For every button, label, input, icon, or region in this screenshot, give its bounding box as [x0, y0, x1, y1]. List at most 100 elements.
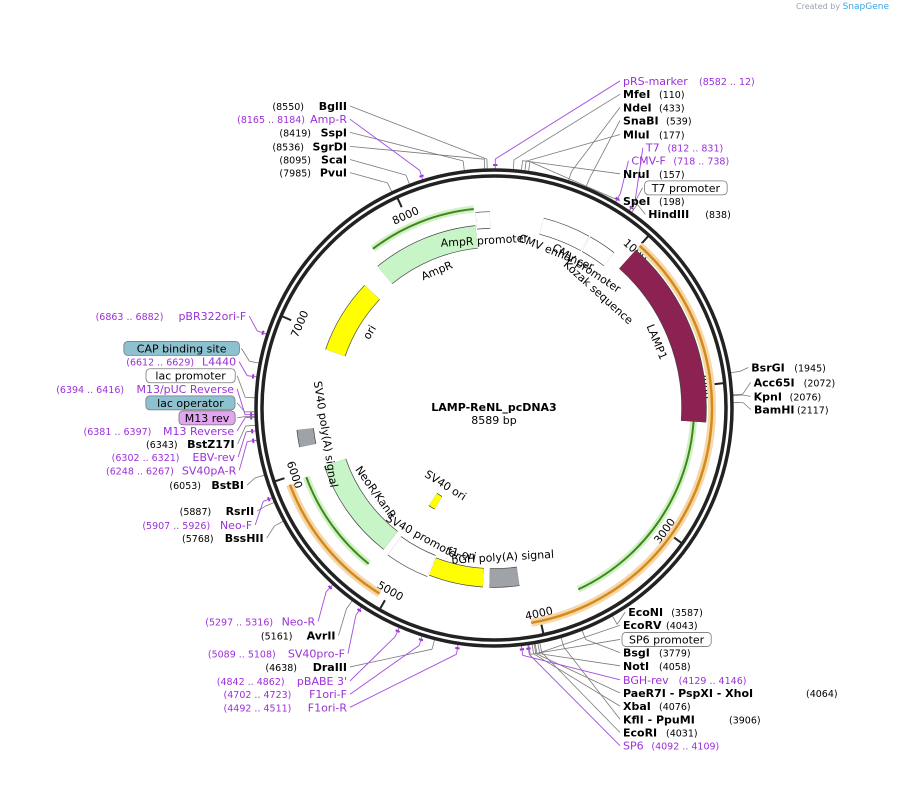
- site-position: (110): [659, 90, 685, 101]
- site-position: (4638): [265, 663, 297, 674]
- feature-sv40-poly-a-signal[interactable]: [297, 428, 316, 448]
- primer-pbr322ori-f[interactable]: pBR322ori-F(6863 .. 6882): [96, 310, 247, 323]
- feature-bgh-poly-a-signal[interactable]: [489, 567, 520, 587]
- credit-brand: SnapGene: [842, 2, 889, 12]
- primer-l4440[interactable]: L4440(6612 .. 6629): [126, 356, 236, 369]
- site-kpni[interactable]: KpnI(2076): [754, 390, 822, 403]
- feature-ampr-promoter[interactable]: [475, 212, 491, 229]
- site-name: HindIII: [648, 208, 689, 221]
- primer-m13-reverse[interactable]: M13 Reverse(6381 .. 6397): [84, 425, 235, 438]
- feature-sv40-promoter[interactable]: [387, 536, 436, 577]
- site-position: (5887): [180, 507, 212, 518]
- primer-neo-f[interactable]: Neo-F(5907 .. 5926): [142, 519, 252, 532]
- site-scai[interactable]: ScaI(8095): [279, 154, 347, 167]
- primer-sv40pro-f[interactable]: SV40pro-F(5089 .. 5108): [208, 648, 345, 661]
- site-ecorv[interactable]: EcoRV(4043): [623, 619, 698, 632]
- primer-sv40pa-r[interactable]: SV40pA-R(6248 .. 6267): [106, 464, 237, 477]
- site-avrii[interactable]: AvrII(5161): [261, 629, 336, 642]
- site-sgrdi[interactable]: SgrDI(8536): [272, 140, 347, 153]
- backbone-inner: [260, 174, 728, 642]
- feature-box-bg: [621, 632, 712, 647]
- primer-neo-r[interactable]: Neo-R(5297 .. 5316): [205, 615, 315, 628]
- leader-stub: [524, 161, 527, 172]
- site-bstz17i[interactable]: BstZ17I(6343): [146, 438, 235, 451]
- primer-f1ori-r[interactable]: F1ori-R(4492 .. 4511): [224, 701, 348, 714]
- site-mlui[interactable]: MluI(177): [623, 128, 685, 141]
- site-name: DraIII: [313, 661, 347, 674]
- site-sspi[interactable]: SspI(8419): [279, 126, 347, 139]
- tick-mark: [281, 315, 292, 322]
- feature-box-lac-operator[interactable]: lac operator: [145, 395, 236, 411]
- primer-bgh-rev[interactable]: BGH-rev(4129 .. 4146): [623, 674, 746, 687]
- site-position: (2076): [790, 392, 822, 403]
- site-name: EcoNI: [628, 606, 663, 619]
- site-name: KflI - PpuMI: [623, 713, 695, 726]
- leader-line: [237, 416, 246, 419]
- site-bstbi[interactable]: BstBI(6053): [169, 479, 244, 492]
- site-ecori[interactable]: EcoRI(4031): [623, 726, 698, 739]
- feature-box-t7-promoter[interactable]: T7 promoter: [644, 180, 728, 196]
- site-pvui[interactable]: PvuI(7985): [279, 167, 347, 180]
- site-bsrgi[interactable]: BsrGI(1945): [751, 361, 826, 374]
- feature-cmv-enhancer[interactable]: [539, 218, 589, 251]
- feature-box-cap-binding-site[interactable]: CAP binding site: [123, 340, 240, 356]
- site-name: NruI: [623, 168, 650, 181]
- primer-sp6[interactable]: SP6(4092 .. 4109): [623, 740, 719, 753]
- site-position: (8419): [279, 128, 311, 139]
- site-position: (2117): [797, 406, 829, 417]
- feature-lamp1[interactable]: [619, 250, 706, 423]
- leader-line: [526, 134, 621, 162]
- primer-name: T7: [645, 142, 660, 155]
- leader-line: [349, 172, 388, 184]
- site-position: (198): [659, 197, 685, 208]
- feature-cmv-promoter[interactable]: [582, 237, 614, 266]
- site-noti[interactable]: NotI(4058): [623, 660, 691, 673]
- feature-box-sp6-promoter[interactable]: SP6 promoter: [621, 632, 712, 647]
- site-nrui[interactable]: NruI (157): [623, 168, 685, 181]
- leader-line: [236, 375, 246, 398]
- site-rsrii[interactable]: RsrII(5887): [180, 505, 255, 518]
- feature-neor-kanr[interactable]: [324, 458, 398, 550]
- site-mfei[interactable]: MfeI(110): [623, 88, 685, 101]
- primer-name: F1ori-F: [309, 688, 347, 701]
- primer-pbabe-3[interactable]: pBABE 3'(4842 .. 4862): [217, 675, 347, 688]
- primer-m13-puc-reverse[interactable]: M13/pUC Reverse(6394 .. 6416): [56, 383, 234, 396]
- site-paer7i-pspxi-xhoi[interactable]: PaeR7I - PspXI - XhoI(4064): [623, 687, 838, 700]
- primer-ebv-rev[interactable]: EBV-rev(6302 .. 6321): [112, 451, 236, 464]
- site-hindiii[interactable]: HindIII(838): [648, 208, 731, 221]
- primer-amp-r[interactable]: Amp-R(8165 .. 8184): [237, 113, 347, 126]
- site-acc65i[interactable]: Acc65I(2072): [754, 376, 836, 389]
- primer-prs-marker[interactable]: pRS-marker(8582 .. 12): [623, 75, 755, 88]
- site-position: (157): [659, 170, 685, 181]
- site-draiii[interactable]: DraIII (4638): [265, 661, 347, 674]
- site-spei[interactable]: SpeI(198): [623, 195, 685, 208]
- site-ndei[interactable]: NdeI(433): [623, 101, 685, 114]
- site-bsgi[interactable]: BsgI(3779): [623, 647, 691, 660]
- site-bglii[interactable]: BglII(8550): [272, 100, 347, 113]
- leader-line: [349, 159, 407, 176]
- primer-cmv-f[interactable]: CMV-F(718 .. 738): [631, 155, 729, 168]
- site-econi[interactable]: EcoNI(3587): [628, 606, 703, 619]
- leader-line: [522, 654, 621, 681]
- leader-line: [238, 441, 248, 471]
- site-snabi[interactable]: SnaBI(539): [623, 114, 692, 127]
- feature-ampr[interactable]: [377, 225, 478, 284]
- feature-sv40-ori[interactable]: [428, 493, 442, 509]
- feature-f1-ori[interactable]: [429, 558, 485, 587]
- site-xbai[interactable]: XbaI(4076): [623, 700, 691, 713]
- primer-f1ori-f[interactable]: F1ori-F(4702 .. 4723): [224, 688, 347, 701]
- feature-ori[interactable]: [325, 285, 380, 357]
- leader-line: [742, 382, 751, 395]
- feature-box-lac-promoter[interactable]: lac promoter: [145, 368, 236, 384]
- leader-line: [535, 653, 621, 694]
- primer-t7[interactable]: T7(812 .. 831): [645, 142, 723, 155]
- primer-position: (5907 .. 5926): [142, 521, 210, 532]
- plasmid-name: LAMP-ReNL_pcDNA3: [431, 401, 556, 414]
- site-bamhi[interactable]: BamHI(2117): [754, 404, 829, 417]
- site-kfli-ppumi[interactable]: KflI - PpuMI(3906): [623, 713, 761, 726]
- feature-box-m13-rev[interactable]: M13 rev: [178, 410, 236, 426]
- feature-label-bgh-poly-a-signal: bGH poly(A) signal: [451, 548, 554, 567]
- site-position: (8536): [272, 142, 304, 153]
- site-bsshii[interactable]: BssHII(5768): [182, 532, 264, 545]
